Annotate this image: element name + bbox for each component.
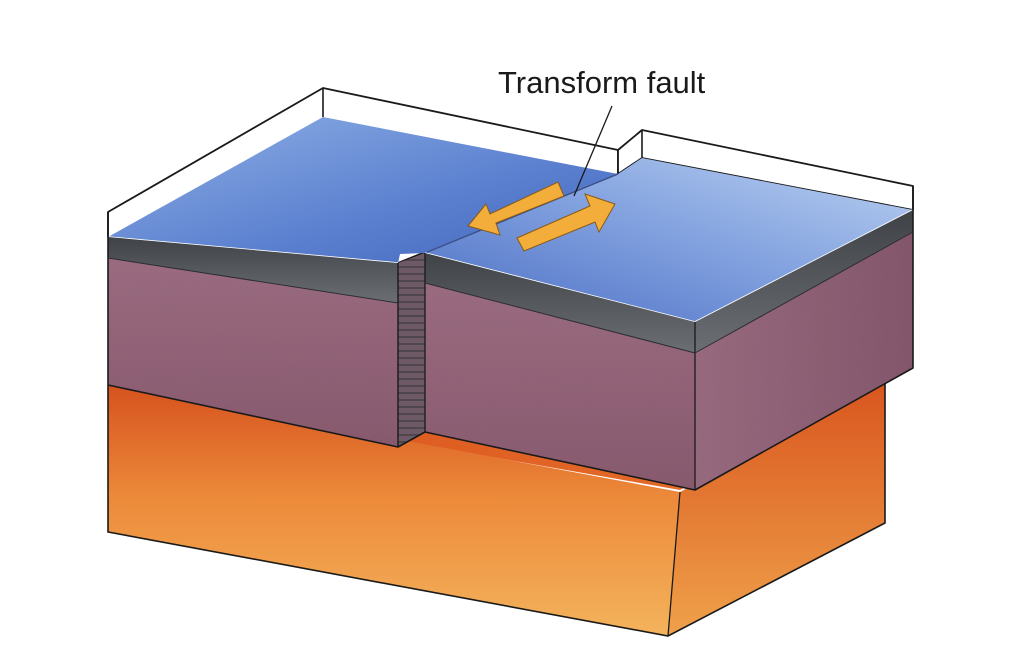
ocean-plate-right	[425, 158, 913, 322]
fault-wall	[398, 253, 425, 447]
crust-right-side-dark-band	[695, 210, 913, 353]
callout-leader-line	[573, 105, 613, 197]
crust-right-dark-band	[425, 253, 695, 353]
mantle-front-face	[108, 385, 680, 636]
crust-right-front	[425, 283, 695, 490]
left-plate-arrow	[467, 181, 565, 236]
plate-motion-arrows	[467, 181, 616, 252]
right-plate-arrow	[516, 193, 616, 252]
fault-callout: Transform fault	[498, 65, 706, 197]
crust-left-dark-band	[108, 237, 398, 303]
crust-layer	[107, 186, 914, 491]
transform-fault-label: Transform fault	[498, 65, 706, 100]
mantle-right-face	[668, 384, 885, 636]
crust-right-side	[695, 232, 913, 490]
fault-trace	[424, 173, 619, 254]
ocean-plate-left	[108, 117, 618, 263]
